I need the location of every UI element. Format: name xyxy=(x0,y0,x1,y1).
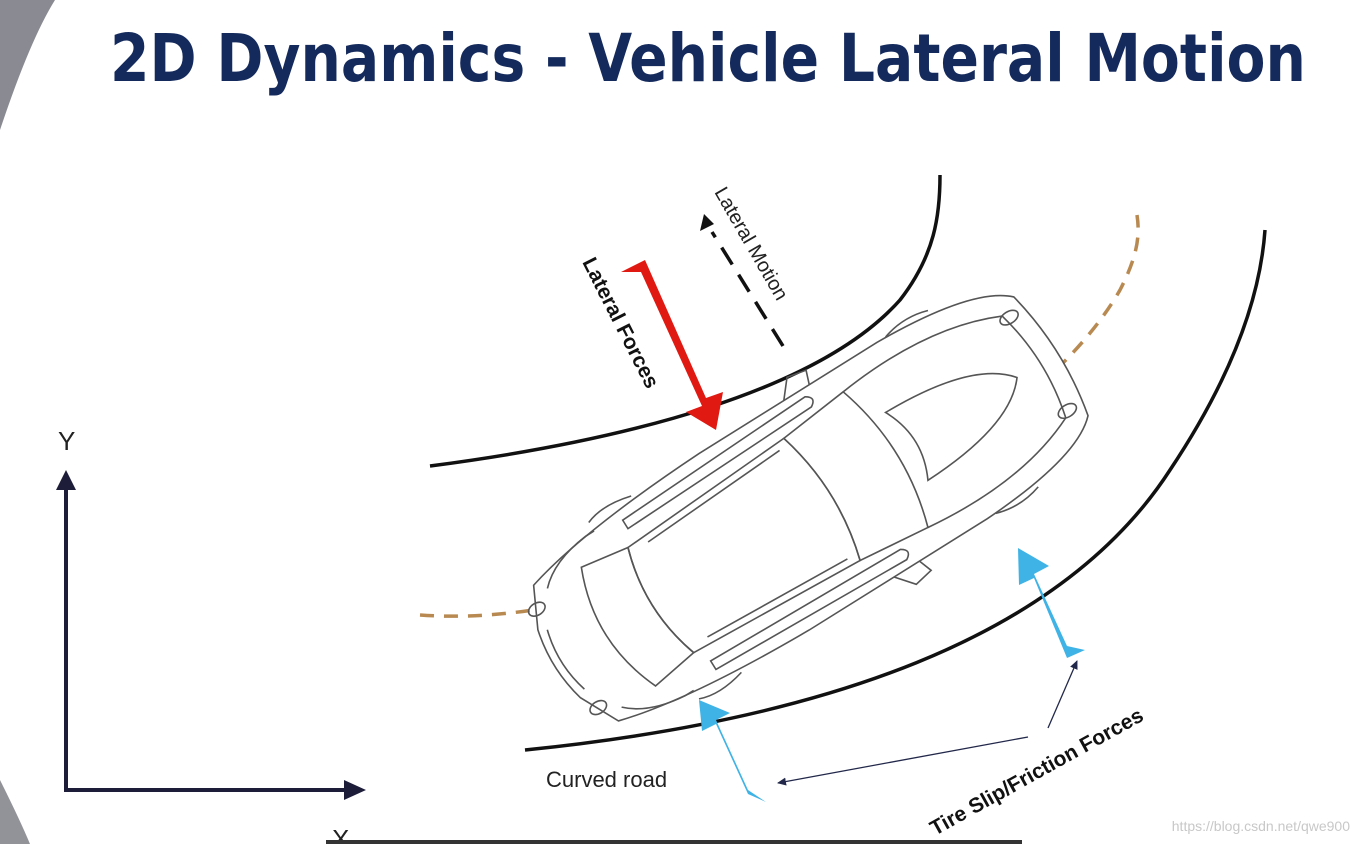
x-axis-arrowhead xyxy=(344,780,366,800)
slide-edge-decoration xyxy=(0,780,30,844)
tire-force-arrow xyxy=(1018,548,1085,658)
pointer-arrow xyxy=(1047,660,1078,729)
y-axis-arrowhead xyxy=(56,470,76,490)
slide-edge-decoration xyxy=(0,0,55,130)
coordinate-axes: Y X xyxy=(56,426,366,844)
lateral-force-arrow xyxy=(621,260,723,430)
slide-bottom-bar xyxy=(326,840,1022,844)
tire-force-arrow xyxy=(699,700,766,802)
x-axis-label: X xyxy=(332,824,349,844)
curved-road-label: Curved road xyxy=(546,767,667,792)
road-outer-edge xyxy=(524,229,1267,752)
pointer-arrow xyxy=(777,736,1029,786)
page-title: 2D Dynamics - Vehicle Lateral Motion xyxy=(110,20,1306,97)
road-inner-edge xyxy=(429,174,942,468)
lateral-motion-arrow xyxy=(700,214,785,347)
tire-forces-label: Tire Slip/Friction Forces xyxy=(926,704,1147,840)
watermark: https://blog.csdn.net/qwe900 xyxy=(1171,818,1350,834)
y-axis-label: Y xyxy=(58,426,75,456)
car-outline xyxy=(527,294,1089,722)
lateral-motion-label: Lateral Motion xyxy=(710,184,792,305)
